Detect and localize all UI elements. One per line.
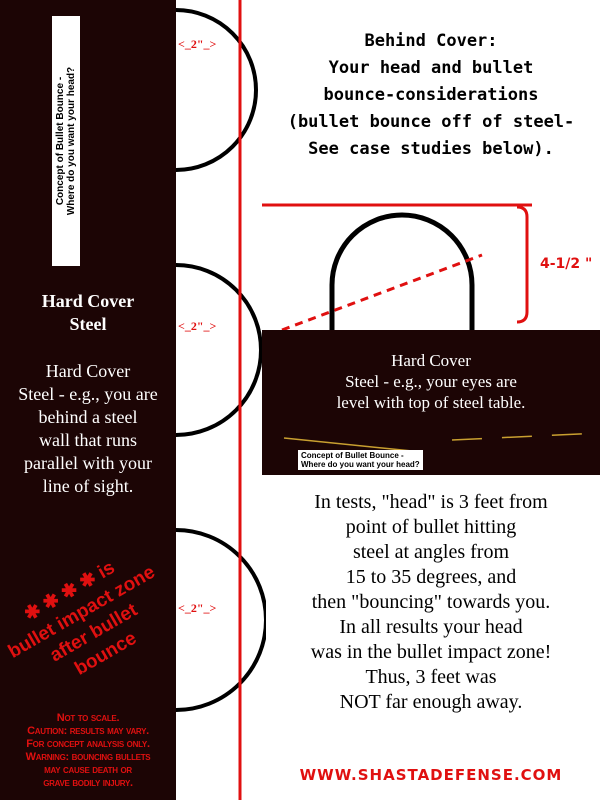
measure-label: <_2"_> xyxy=(178,37,217,51)
dimension-bracket xyxy=(516,205,529,324)
box-line: Steel - e.g., your eyes are xyxy=(345,372,517,391)
box-concept-label: Concept of Bullet Bounce -Where do you w… xyxy=(298,450,423,470)
concept-label: Concept of Bullet Bounce -Where do you w… xyxy=(52,16,80,266)
head-diagram-strip: <_2"_> <_2"_> <_2"_> xyxy=(176,0,266,800)
concept-label-line: Where do you want your head? xyxy=(66,66,78,216)
head-outline xyxy=(329,212,475,335)
body-line: steel at angles from xyxy=(352,541,510,563)
heading-line: Hard Cover xyxy=(41,291,135,311)
page-title: Behind Cover: Your head and bullet bounce-… xyxy=(262,28,600,163)
desc-line: Hard Cover xyxy=(45,361,131,381)
heading-line: Steel xyxy=(69,314,107,334)
warning-line: Not to scale. xyxy=(56,712,120,724)
title-line: Your head and bullet xyxy=(328,58,534,78)
body-line: then "bouncing" towards you. xyxy=(311,591,551,613)
desc-line: behind a steel xyxy=(38,407,138,427)
test-results-text: In tests, "head" is 3 feet from point of … xyxy=(262,490,600,715)
warning-line: grave bodily injury. xyxy=(43,777,133,789)
concept-label-line: Concept of Bullet Bounce - xyxy=(55,76,67,206)
body-line: Thus, 3 feet was xyxy=(365,666,497,688)
box-line: Hard Cover xyxy=(391,351,471,370)
head-outline xyxy=(176,528,266,712)
body-line: 15 to 35 degrees, and xyxy=(345,566,517,588)
desc-line: wall that runs xyxy=(39,430,137,450)
left-panel: Concept of Bullet Bounce -Where do you w… xyxy=(0,0,176,800)
body-line: NOT far enough away. xyxy=(339,691,523,713)
body-line: point of bullet hitting xyxy=(345,516,517,538)
body-line: In tests, "head" is 3 feet from xyxy=(314,491,548,513)
head-over-cover-diagram xyxy=(262,203,532,335)
dimension-label: 4-1/2 " xyxy=(540,256,593,272)
body-line: was in the bullet impact zone! xyxy=(310,641,552,663)
warning-line: Caution: results may vary. xyxy=(27,725,149,737)
warning-line: Warning: bouncing bullets xyxy=(25,751,151,763)
title-line: Behind Cover: xyxy=(364,31,498,51)
desc-line: parallel with your xyxy=(24,453,152,473)
measure-label: <_2"_> xyxy=(178,601,217,615)
desc-line: line of sight. xyxy=(42,476,134,496)
warning-text: Not to scale.Caution: results may vary.F… xyxy=(0,712,176,790)
head-outline xyxy=(176,263,263,437)
title-line: See case studies below). xyxy=(308,139,554,159)
warning-line: For concept analysis only. xyxy=(26,738,150,750)
website-link[interactable]: WWW.SHASTADEFENSE.COM xyxy=(299,766,563,784)
desc-line: Steel - e.g., you are xyxy=(18,384,158,404)
label-line: Concept of Bullet Bounce - xyxy=(301,451,404,460)
title-line: (bullet bounce off of steel- xyxy=(287,112,575,132)
box-line: level with top of steel table. xyxy=(336,393,526,412)
head-outline xyxy=(176,8,258,172)
label-line: Where do you want your head? xyxy=(301,460,420,469)
warning-line: may cause death or xyxy=(44,764,132,776)
body-line: In all results your head xyxy=(339,616,523,638)
measure-label: <_2"_> xyxy=(178,319,217,333)
title-line: bounce-considerations xyxy=(323,85,539,105)
